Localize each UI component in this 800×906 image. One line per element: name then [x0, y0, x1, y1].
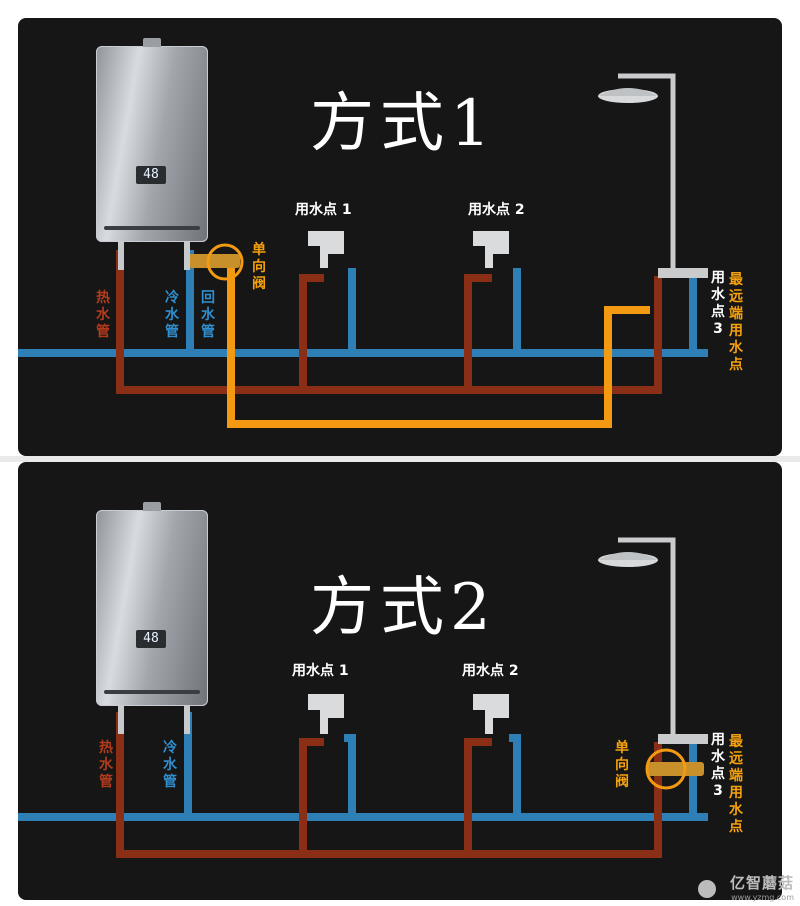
point-2-label: 用水点 2	[468, 202, 525, 218]
farthest-point-label: 最远端用水点	[729, 272, 743, 373]
hot-main-pipe	[116, 250, 662, 394]
pipe-network-2	[18, 537, 708, 858]
return-pipe-label: 回水管	[201, 290, 215, 340]
cold-loop-2	[509, 734, 521, 817]
cold-loop-1	[348, 268, 356, 353]
point-3-label: 用水点3	[711, 732, 725, 799]
cold-loop-2	[513, 268, 521, 353]
point-1-label: 用水点 1	[295, 202, 352, 218]
hot-loop-2	[464, 274, 492, 390]
cold-loop-1	[344, 734, 356, 817]
heater-display: 48	[136, 630, 166, 648]
point-1-label: 用水点 1	[292, 663, 349, 679]
watermark-url: www.yzmg.com	[731, 893, 794, 902]
diagram-panel-2: 48 方式2 热水管 冷水管 单向阀 用水点 1 用水点 2 用水点3 最远端用…	[18, 462, 782, 900]
shower-bar	[658, 268, 708, 278]
watermark: 亿智蘑菇 www.yzmg.com	[730, 872, 794, 902]
faucet-2	[473, 231, 509, 268]
return-pipe	[227, 254, 650, 428]
point-2-label: 用水点 2	[462, 663, 519, 679]
faucet-1	[308, 231, 344, 268]
water-heater-1: 48	[96, 38, 208, 270]
watermark-brand: 亿智蘑菇	[729, 874, 794, 892]
water-heater-2: 48	[96, 502, 208, 734]
farthest-point-label: 最远端用水点	[729, 734, 743, 835]
cold-pipe-label: 冷水管	[165, 290, 179, 340]
hot-main-pipe	[116, 712, 662, 858]
panel-divider	[0, 456, 800, 462]
heater-display: 48	[136, 166, 166, 184]
hot-loop-1	[299, 274, 324, 390]
panel-title: 方式1	[310, 87, 497, 161]
check-valve-label: 单向阀	[252, 242, 266, 292]
shower-riser	[618, 537, 676, 738]
check-valve-highlight-2	[645, 748, 687, 790]
mushroom-icon	[698, 880, 716, 898]
faucet-1	[308, 694, 344, 734]
shower-riser	[618, 73, 676, 272]
hot-loop-2	[464, 738, 492, 854]
check-valve-label: 单向阀	[615, 740, 629, 790]
check-valve-highlight-1	[206, 243, 244, 281]
faucet-2	[473, 694, 509, 734]
hot-loop-1	[299, 738, 324, 854]
panel-title: 方式2	[310, 571, 497, 645]
point-3-label: 用水点3	[711, 270, 725, 337]
pipe-network-1	[18, 73, 708, 428]
diagram-panel-1: 48 方式1 热水管 冷水管 回水管 单向阀 用水点 1 用水点 2 用水点3 …	[18, 18, 782, 456]
hot-pipe-label: 热水管	[96, 290, 110, 340]
check-valve-body-2	[648, 762, 704, 776]
hot-pipe-label: 热水管	[99, 740, 113, 790]
cold-pipe-label: 冷水管	[163, 740, 177, 790]
check-valve-body-1	[188, 254, 240, 268]
shower-bar	[658, 734, 708, 744]
